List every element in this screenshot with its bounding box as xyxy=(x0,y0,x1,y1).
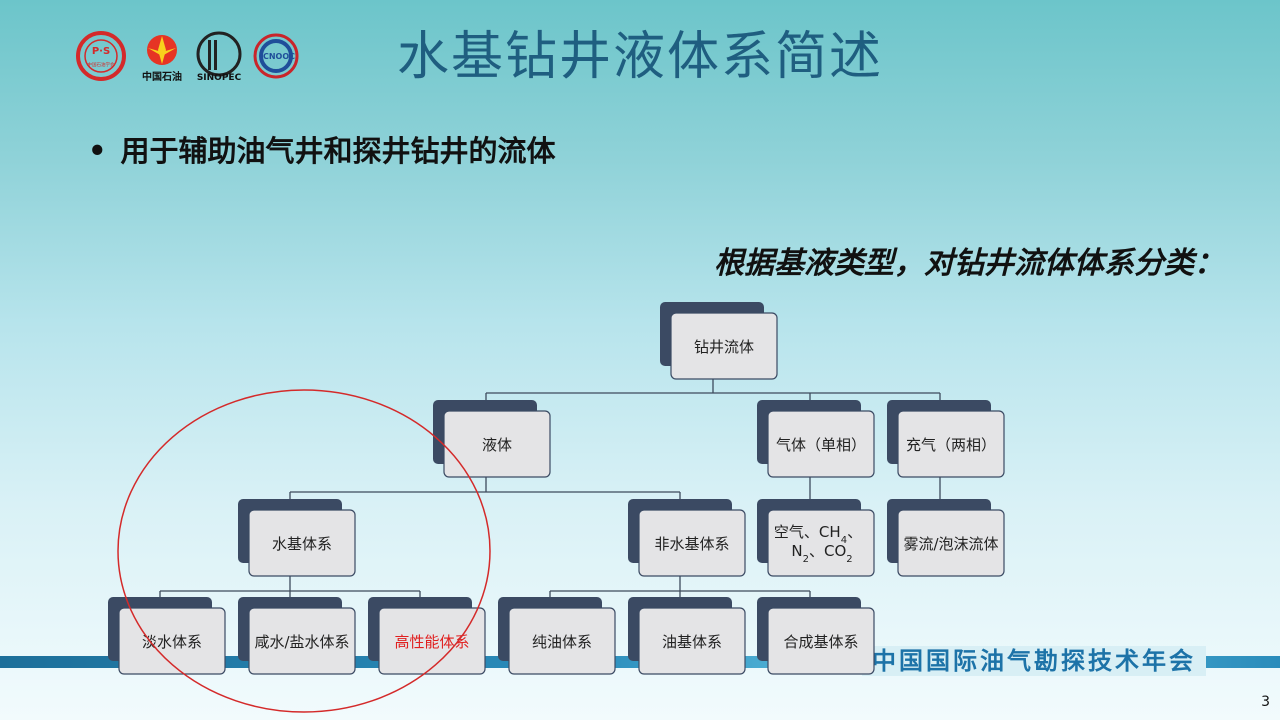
node-pure-oil-label: 纯油体系 xyxy=(532,633,592,651)
node-gas-inflated-label: 充气（两相） xyxy=(906,436,996,454)
node-synthetic: 合成基体系 xyxy=(757,597,875,675)
bullet-point: • 用于辅助油气井和探井钻井的流体 xyxy=(88,128,556,170)
sponsor-logos: P·S 中国石油学会 中国石油 SINOPEC CNOOC xyxy=(76,31,299,83)
node-salt-water: 咸水/盐水体系 xyxy=(238,597,356,675)
node-air: 空气、CH4、 N2、CO2 xyxy=(757,499,875,577)
svg-text:P·S: P·S xyxy=(92,46,110,57)
node-air-label-line1: 空气、CH4、 xyxy=(774,523,862,546)
cnooc-logo: CNOOC xyxy=(253,33,299,79)
classification-subtitle: 根据基液类型，对钻井流体体系分类： xyxy=(714,246,1224,281)
slide-title: 水基钻井液体系简述 xyxy=(396,27,883,87)
node-pure-oil: 纯油体系 xyxy=(498,597,616,675)
conference-banner: 中国国际油气勘探技术年会 xyxy=(862,646,1206,676)
sinopec-logo: SINOPEC xyxy=(196,31,242,83)
svg-text:中国石油学会: 中国石油学会 xyxy=(88,61,115,68)
node-high-performance: 高性能体系 xyxy=(368,597,486,675)
node-fresh-water: 淡水体系 xyxy=(108,597,226,675)
node-root-label: 钻井流体 xyxy=(694,338,754,356)
node-oil-based-label: 油基体系 xyxy=(662,633,722,651)
node-water-based-label: 水基体系 xyxy=(272,535,332,553)
node-gas-inflated: 充气（两相） xyxy=(887,400,1005,478)
node-liquid: 液体 xyxy=(433,400,551,478)
svg-text:CNOOC: CNOOC xyxy=(263,52,295,61)
node-oil-based: 油基体系 xyxy=(628,597,746,675)
node-mist-foam: 雾流/泡沫流体 xyxy=(887,499,1005,577)
page-number: 3 xyxy=(1261,694,1270,710)
svg-text:中国石油: 中国石油 xyxy=(142,70,182,83)
node-non-water-label: 非水基体系 xyxy=(654,535,729,553)
node-high-performance-label: 高性能体系 xyxy=(394,633,469,651)
node-mist-foam-label: 雾流/泡沫流体 xyxy=(903,535,998,553)
bullet-icon: • xyxy=(88,134,107,168)
node-root: 钻井流体 xyxy=(660,302,778,380)
node-liquid-label: 液体 xyxy=(482,436,512,454)
petrochina-logo: 中国石油 xyxy=(142,35,182,83)
node-gas-single-label: 气体（单相） xyxy=(776,436,866,454)
cps-logo: P·S 中国石油学会 xyxy=(76,31,126,81)
node-non-water: 非水基体系 xyxy=(628,499,746,577)
svg-text:SINOPEC: SINOPEC xyxy=(197,73,242,83)
node-salt-water-label: 咸水/盐水体系 xyxy=(254,633,349,651)
node-synthetic-label: 合成基体系 xyxy=(783,633,858,651)
highlight-circle xyxy=(117,389,491,713)
node-fresh-water-label: 淡水体系 xyxy=(142,633,202,651)
node-water-based: 水基体系 xyxy=(238,499,356,577)
bullet-text: 用于辅助油气井和探井钻井的流体 xyxy=(120,134,556,168)
node-air-label-line2: N2、CO2 xyxy=(791,542,852,565)
node-gas-single: 气体（单相） xyxy=(757,400,875,478)
